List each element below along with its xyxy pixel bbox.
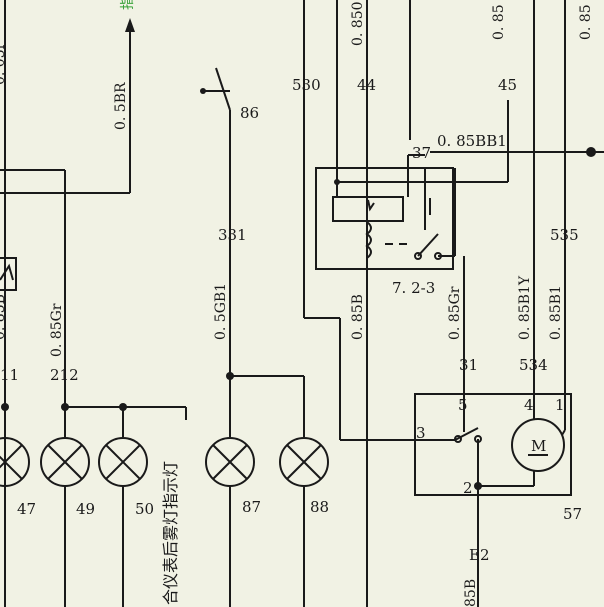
relay-7-2-3 [303,0,604,607]
wire-05br: 0. 5BR [113,82,129,130]
wire-085gr-mid: 0. 85Gr [447,286,463,340]
node-86: 86 [240,104,259,122]
rear-fog-indicator-label: 合仪表后雾灯指示灯 [161,461,180,605]
lamp-88 [279,437,329,607]
wire-bottom: 85B [463,579,479,607]
motor-m: M [531,437,546,455]
node-530: 530 [292,76,321,94]
wire-left-cut: 0. 85B [0,294,8,340]
wire-085b1: 0. 85B1 [548,285,564,340]
wire-top-left: 0. 05r [0,42,8,85]
lamp-49 [40,437,90,607]
lamp-87 [205,437,255,607]
node-50: 50 [135,500,154,518]
node-57: 57 [563,505,582,523]
wire-085gr-left: 0. 85Gr [49,303,65,357]
green-mark: 指 [120,0,136,10]
node-labels: 86 530 44 45 37 331 535 11 212 31 534 47… [0,76,582,564]
arrow-up-icon [125,18,135,32]
wire-085b-relay: 0. 85B [350,294,366,340]
node-534: 534 [519,356,548,374]
node-88: 88 [310,498,329,516]
lamp-47 [0,437,30,487]
left-circuit [0,0,187,607]
node-e2: E2 [469,546,490,564]
wire-top2: 0. 85 [491,4,507,40]
node-331: 331 [218,226,247,244]
pin-1: 1 [555,396,565,414]
node-47: 47 [17,500,36,518]
wire-085b1y: 0. 85B1Y [517,275,533,340]
wire-085bb1: 0. 85BB1 [437,132,507,150]
node-44: 44 [357,76,376,94]
pin-5: 5 [458,396,468,414]
node-535: 535 [550,226,579,244]
wire-top3: 0. 85 [578,4,594,40]
relay-label: 7. 2-3 [392,279,435,297]
wire-top1: 0. 850 [350,1,366,46]
node-11: 11 [0,366,19,384]
node-31: 31 [459,356,478,374]
node-49: 49 [76,500,95,518]
pin-2: 2 [463,479,473,497]
switch-86 [200,67,305,437]
wire-05gb1: 0. 5GB1 [213,283,229,340]
wiper-motor-57 [414,393,572,607]
node-37: 37 [412,144,431,162]
pin-4: 4 [524,396,534,414]
pin-3: 3 [416,424,426,442]
node-87: 87 [242,498,261,516]
lamp-50 [98,437,148,607]
motor-icon [511,418,565,472]
node-212: 212 [50,366,79,384]
node-45: 45 [498,76,517,94]
